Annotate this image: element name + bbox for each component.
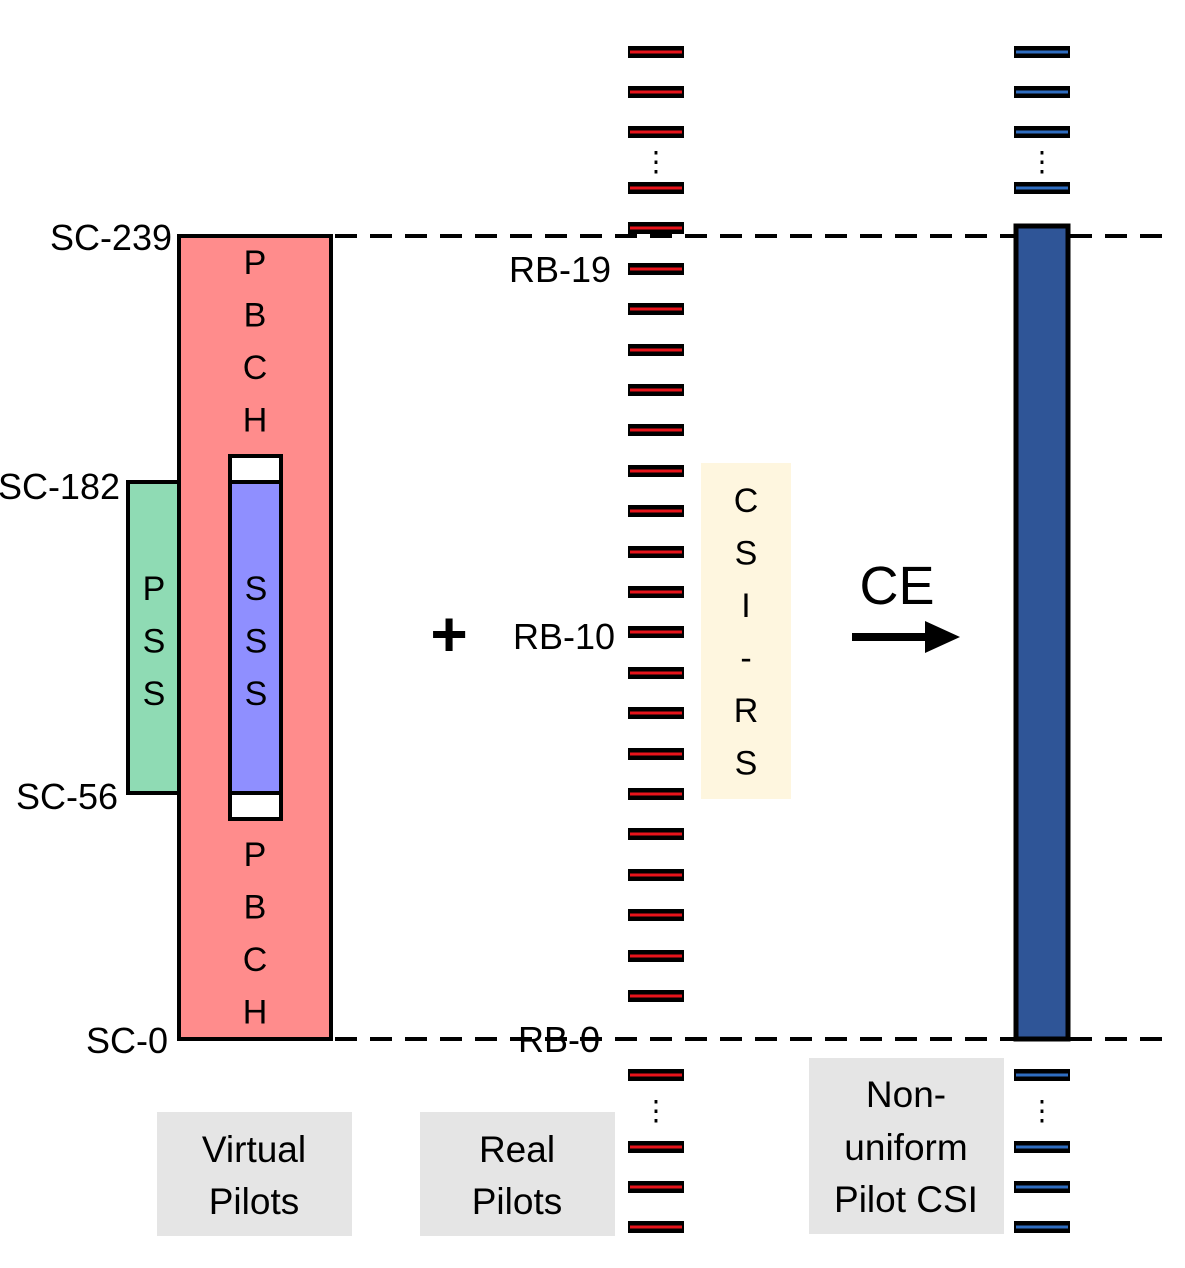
rb10-label: RB-10	[513, 616, 615, 657]
nonuniform-caption-line2: uniform	[844, 1127, 967, 1168]
csi-pilot-dash-line	[1016, 130, 1068, 134]
nonuniform-caption-line1: Non-	[866, 1074, 946, 1115]
csi-pilot-dash-line	[1016, 1185, 1068, 1189]
real-pilot-dash-line	[630, 711, 682, 715]
sc56-label: SC-56	[16, 776, 118, 817]
real-pilot-dash-line	[630, 348, 682, 352]
csirs-letters-char: C	[734, 482, 759, 520]
ce-label: CE	[859, 556, 934, 616]
nonuniform-caption-line3: Pilot CSI	[834, 1179, 978, 1220]
real-pilot-dash-line	[630, 913, 682, 917]
real-pilot-dash-line	[630, 550, 682, 554]
real-pilot-dash-line	[630, 671, 682, 675]
virtual-caption-line1: Virtual	[202, 1129, 306, 1170]
real-pilot-dash-line	[630, 388, 682, 392]
csi-bottom-ellipsis: ⋮	[1028, 1095, 1056, 1126]
nonuniform-caption-box	[809, 1058, 1004, 1234]
pss-letters-char: S	[143, 623, 166, 661]
sc239-label: SC-239	[50, 217, 172, 258]
real-pilot-dash-line	[630, 752, 682, 756]
real-pilot-dash-line	[630, 1145, 682, 1149]
ce-arrow-head	[925, 621, 960, 653]
real-pilot-dash-line	[630, 792, 682, 796]
real-top-ellipsis: ⋮	[642, 146, 670, 177]
real-pilot-dash-line	[630, 307, 682, 311]
csirs-letters-char: S	[735, 535, 758, 573]
csi-pilot-dash-line	[1016, 90, 1068, 94]
real-pilot-dash-line	[630, 1185, 682, 1189]
csi-pilot-dash-line	[1016, 50, 1068, 54]
real-caption-box	[420, 1112, 615, 1236]
csirs-letters-char: I	[741, 587, 750, 625]
real-pilot-dash-line	[630, 509, 682, 513]
csirs-letters-char: R	[734, 692, 759, 730]
real-pilot-dash-line	[630, 630, 682, 634]
pbch-top-letters-char: B	[244, 297, 267, 335]
real-pilot-dash-line	[630, 267, 682, 271]
sss-letters-char: S	[245, 675, 268, 713]
pbch-bottom-letters-char: B	[244, 889, 267, 927]
real-pilot-dash-line	[630, 186, 682, 190]
pbch-bottom-letters-char: C	[243, 941, 268, 979]
pss-letters-char: S	[143, 675, 166, 713]
real-pilot-dash-line	[630, 1073, 682, 1077]
rb19-label: RB-19	[509, 249, 611, 290]
pbch-top-letters-char: C	[243, 349, 268, 387]
real-pilot-dash-line	[630, 832, 682, 836]
real-pilot-dash-line	[630, 90, 682, 94]
csirs-label: CSI-RS	[734, 482, 759, 783]
real-pilot-dash-line	[630, 590, 682, 594]
real-caption-line2: Pilots	[472, 1181, 562, 1222]
csirs-box	[701, 463, 791, 799]
sc0-label: SC-0	[86, 1020, 168, 1061]
real-pilot-dash-line	[630, 469, 682, 473]
csi-pilots-column	[1014, 46, 1070, 1233]
csi-pilot-dash-line	[1016, 1225, 1068, 1229]
csi-bar	[1013, 223, 1071, 1042]
sss-label: SSS	[245, 570, 268, 713]
real-pilot-dash-line	[630, 226, 682, 230]
real-pilots-column	[628, 46, 684, 1233]
plus-sign: +	[430, 598, 467, 670]
pss-label: PSS	[143, 570, 166, 713]
real-caption-line1: Real	[479, 1129, 555, 1170]
real-pilot-dash-line	[630, 1225, 682, 1229]
real-pilot-dash-line	[630, 954, 682, 958]
csirs-letters-char: S	[735, 745, 758, 783]
pbch-top-letters-char: P	[244, 244, 267, 282]
pbch-bottom-letters-char: H	[243, 994, 268, 1032]
sc182-label: SC-182	[0, 466, 120, 507]
pbch-bottom-letters-char: P	[244, 836, 267, 874]
real-pilot-dash-line	[630, 873, 682, 877]
pss-block	[126, 480, 182, 795]
csi-top-ellipsis: ⋮	[1028, 146, 1056, 177]
rb0-label: RB-0	[518, 1019, 600, 1060]
csi-pilot-dash-line	[1016, 1073, 1068, 1077]
sss-block	[228, 480, 283, 795]
pbch-top-letters-char: H	[243, 402, 268, 440]
sss-letters-char: S	[245, 570, 268, 608]
real-pilot-dash-line	[630, 994, 682, 998]
real-pilot-dash-line	[630, 130, 682, 134]
csi-pilot-dash-line	[1016, 186, 1068, 190]
real-bottom-ellipsis: ⋮	[642, 1095, 670, 1126]
csi-pilot-dash-line	[1016, 1145, 1068, 1149]
csirs-letters-char: -	[740, 640, 751, 678]
pss-letters-char: P	[143, 570, 166, 608]
real-pilot-dash-line	[630, 50, 682, 54]
virtual-caption-line2: Pilots	[209, 1181, 299, 1222]
real-pilot-dash-line	[630, 428, 682, 432]
virtual-caption-box	[157, 1112, 352, 1236]
sss-letters-char: S	[245, 623, 268, 661]
